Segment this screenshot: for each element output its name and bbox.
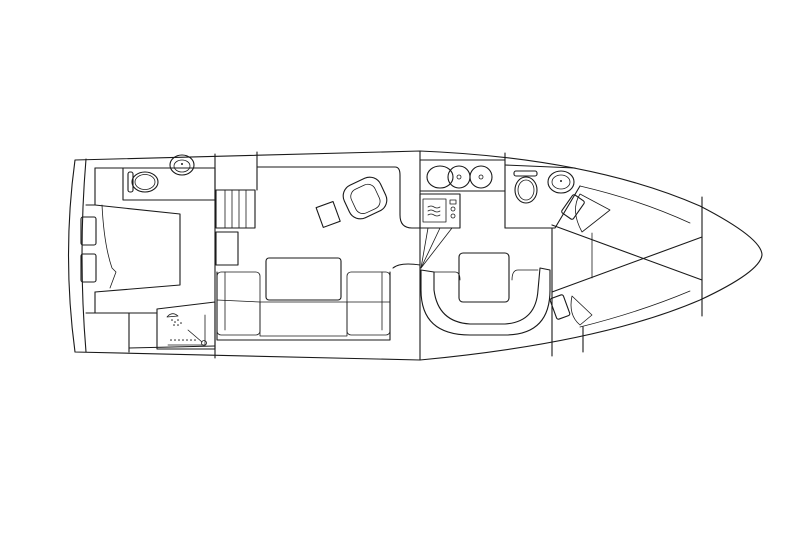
microwave-icon (422, 198, 447, 223)
u-shaped-settee (420, 267, 551, 336)
drainboard (426, 165, 454, 189)
saloon (216, 166, 421, 341)
sink-icon (169, 154, 195, 176)
pillow (80, 216, 97, 246)
double-bed (94, 204, 181, 293)
armchair (342, 176, 388, 220)
saloon-counter (256, 166, 421, 229)
shower (156, 301, 216, 350)
aft-cabin (80, 154, 216, 353)
dinette-table (458, 252, 510, 303)
sink-icon (469, 165, 493, 189)
bed-sheet-fold (101, 204, 117, 289)
stairs (215, 189, 256, 229)
forward-head (504, 164, 581, 229)
drain-icon (201, 340, 207, 346)
galley (419, 159, 506, 269)
ottoman (315, 200, 341, 228)
toilet-bowl-icon (514, 176, 538, 204)
door-arc (392, 263, 421, 269)
companionway (215, 151, 258, 266)
shower-head-icon (166, 313, 179, 318)
cabinet (549, 294, 571, 320)
cabinet (561, 194, 585, 220)
coffee-table (265, 257, 342, 301)
hull (67, 150, 763, 361)
toilet-bowl-icon (131, 171, 159, 193)
gunwale-starboard (579, 290, 691, 328)
hull-outline (67, 150, 763, 361)
toilet-tank (513, 170, 538, 177)
bulkheads (214, 150, 703, 361)
aft-head (122, 154, 216, 201)
v-berth (549, 193, 703, 326)
sink-icon (547, 170, 575, 194)
gunwale-port (579, 185, 691, 224)
pillow (80, 253, 97, 283)
sink-icon (447, 165, 471, 189)
sofa (216, 271, 391, 341)
stern-inner-line (81, 158, 87, 353)
locker (215, 231, 239, 266)
toilet-tank (127, 171, 134, 193)
dinette (420, 252, 551, 336)
